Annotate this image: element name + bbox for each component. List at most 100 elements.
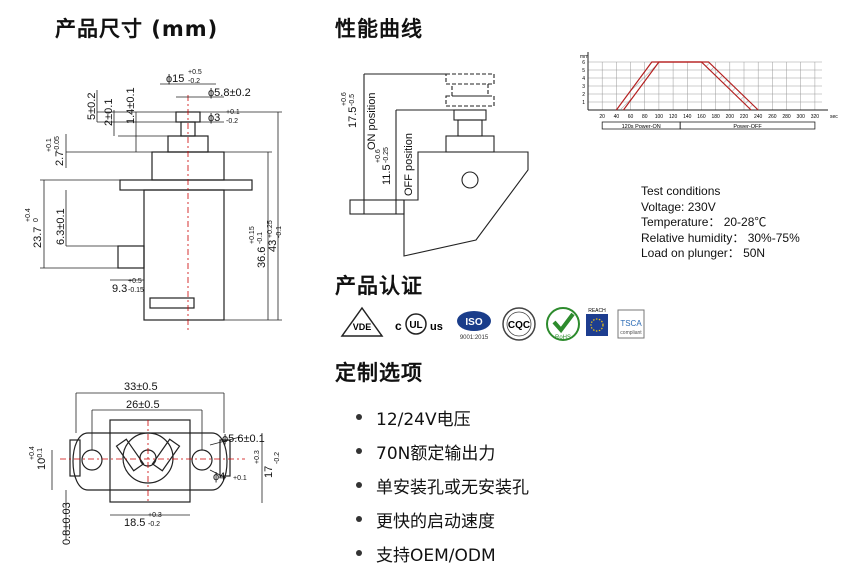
side-tab-right [219,439,231,477]
svg-text:ISO: ISO [465,317,482,328]
dim-phi5-6: ϕ5.6±0.1 [222,433,265,445]
off-dim-tol-down: -0.25 [383,147,390,163]
x-tick-label: 180 [711,114,720,120]
dim-17-tol-down: -0.2 [274,452,281,464]
housing-hole [461,171,479,189]
bullet-icon [356,516,362,522]
dim-17-tol-up: +0.3 [254,450,261,464]
off-cap [453,109,487,121]
dim-43-tol-down: -0.1 [276,226,283,238]
side-tab-left [69,439,81,477]
bottom-body-outline [109,419,191,503]
x-tick-label: 120 [669,114,678,120]
housing-section [403,151,529,257]
dim-43-tol-up: +0.25 [267,220,274,238]
dim-26: 26±0.5 [126,399,160,411]
y-axis-label: mm [580,54,588,60]
on-dim-tol-up: +0.6 [341,92,348,106]
dim-phi4-tol: +0.1 [233,475,247,482]
x-tick-label: 20 [599,114,605,120]
dim-9-3: 9.3 [112,283,127,295]
dim-0-8: 0.8±0.03 [61,502,73,545]
on-dim: 17.5 [347,107,359,128]
y-tick-label: 4 [582,76,585,82]
x-tick-label: 40 [614,114,620,120]
y-tick-label: 5 [582,68,585,74]
y-tick-label: 2 [582,92,585,98]
test-conditions-title: Test conditions [641,184,721,198]
dim-phi4: ϕ4 [213,471,225,483]
dim-10-tol-up: +0.4 [29,446,36,460]
dim-36-6: 36.6 [256,247,268,268]
bottom-flange-outline [72,432,228,491]
bottom-view-drawing [60,419,245,503]
side-view-drawing [117,95,253,330]
dimensions-heading: 产品尺寸 (mm) [55,17,219,41]
dim-phi15: ϕ15 [166,73,184,85]
x-tick-label: 320 [811,114,820,120]
on-collar-dashed [445,95,495,107]
dim-6-3: 6.3±0.1 [55,208,67,245]
dim-36-6-tol-down: -0.1 [257,232,264,244]
option-item: 单安装孔或无安装孔 [356,468,529,502]
dim-phi3: ϕ3 [208,112,220,124]
dim-phi15-tol-up: +0.5 [188,69,202,76]
svg-text:CQC: CQC [508,320,530,331]
bullet-icon [356,448,362,454]
terminal-blade-2 [151,438,181,472]
dim-18-5-tol-down: -0.2 [148,521,160,528]
dim-5: 5±0.2 [86,93,98,120]
dim-18-5: 18.5 [124,517,145,529]
x-tick-label: 220 [740,114,749,120]
x-tick-label: 280 [782,114,791,120]
x-tick-label: 140 [683,114,692,120]
off-rod [457,119,483,137]
svg-text:us: us [430,321,443,333]
dim-18-5-tol-up: +0.3 [148,512,162,519]
position-diagram [349,73,529,257]
phase-off-box [679,121,816,130]
svg-text:9001:2015: 9001:2015 [460,335,489,341]
off-dim-tol-up: +0.6 [375,149,382,163]
svg-text:UL: UL [409,320,422,331]
y-tick-label: 1 [582,100,585,106]
dim-17: 17 [263,466,275,478]
off-collar [445,135,495,153]
y-tick-label: 3 [582,84,585,90]
mounting-hole-right [191,449,213,471]
body-slot [149,297,195,309]
curve-heading: 性能曲线 [335,17,423,41]
svg-text:VDE: VDE [353,322,372,332]
certifications-heading: 产品认证 [335,274,423,298]
body-main [143,189,225,321]
tolerance-band [616,62,759,110]
test-conditions: Test conditions Voltage: 230V Temperatur… [641,184,800,262]
dim-phi3-tol-down: -0.2 [226,118,238,125]
x-tick-label: 160 [697,114,706,120]
x-tick-label: 260 [768,114,777,120]
option-item: 70N额定输出力 [356,434,529,468]
x-tick-label: 80 [642,114,648,120]
dim-43: 43 [267,240,279,252]
mounting-hole-left [81,449,103,471]
y-tick-label: 6 [582,60,585,66]
dim-2-7: 2.7 [54,151,66,166]
x-tick-label: 300 [797,114,806,120]
test-humidity: Relative humidity： 30%-75% [641,230,800,245]
test-load: Load on plunger： 50N [641,246,766,261]
dim-phi3-tol-up: +0.1 [226,109,240,116]
reach-logo: REACH [584,306,610,342]
dim-23-7: 23.7 [32,227,44,248]
custom-options-list: 12/24V电压 70N额定输出力 单安装孔或无安装孔 更快的启动速度 支持OE… [356,400,529,570]
bullet-icon [356,482,362,488]
terminal-tab [117,245,145,269]
dim-1-4: 1.4±0.1 [125,87,137,124]
option-item: 12/24V电压 [356,400,529,434]
custom-options-heading: 定制选项 [335,361,423,385]
dim-9-3-tol-down: -0.15 [128,287,144,294]
dim-23-7-tol-up: +0.4 [25,208,32,222]
ul-logo: c UL us [392,306,450,342]
bullet-icon [356,550,362,556]
rohs-logo: RoHS [545,306,581,342]
dim-23-7-tol-down: 0 [33,218,40,222]
